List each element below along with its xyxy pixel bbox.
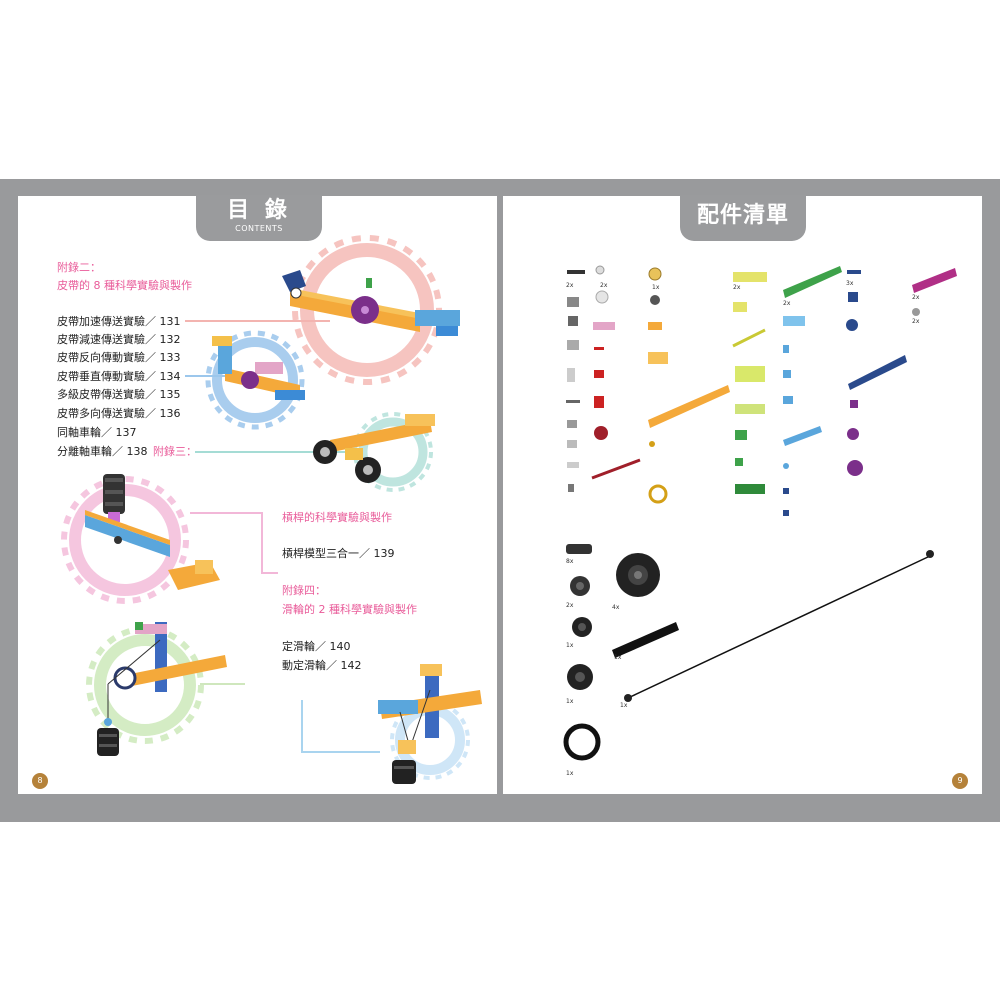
toc-entry[interactable]: 皮帶加速傳送實驗／ 131 <box>57 315 181 328</box>
qty-label: 2x <box>566 282 574 289</box>
qty-label: 2x <box>733 284 741 291</box>
contents-subtitle: CONTENTS <box>235 224 283 233</box>
appendix2-subheading: 皮帶的 8 種科學實驗與製作 <box>57 279 192 292</box>
qty-label: 4x <box>612 604 620 611</box>
parts-list-tab: 配件清單 <box>680 195 806 241</box>
right-page <box>503 196 982 794</box>
toc-entry[interactable]: 定滑輪／ 140 <box>282 640 351 653</box>
appendix4-heading: 附錄四： <box>282 584 326 597</box>
part-connector <box>566 544 592 554</box>
toc-entry[interactable]: 皮帶多向傳送實驗／ 136 <box>57 407 181 420</box>
toc-entry[interactable]: 皮帶減速傳送實驗／ 132 <box>57 333 181 346</box>
qty-label: 1x <box>652 284 660 291</box>
qty-label: 3x <box>846 280 854 287</box>
parts-small-icons <box>566 265 957 516</box>
appendix3-subheading: 槓桿的科學實驗與製作 <box>282 511 392 524</box>
appendix2-heading: 附錄二： <box>57 261 101 274</box>
toc-entry[interactable]: 槓桿模型三合一／ 139 <box>282 547 395 560</box>
contents-tab: 目 錄 CONTENTS <box>196 195 322 241</box>
qty-label: 1x <box>566 642 574 649</box>
model-fixed-pulley <box>97 622 227 756</box>
part-axle <box>612 622 679 658</box>
qty-label: 1x <box>614 654 622 661</box>
toc-entry[interactable]: 分離軸車輪／ 138 <box>57 445 148 458</box>
part-tyre-ring <box>563 723 601 761</box>
contents-title: 目 錄 <box>227 198 291 223</box>
toc-entry[interactable]: 皮帶反向傳動實驗／ 133 <box>57 351 181 364</box>
toc-entry[interactable]: 同軸車輪／ 137 <box>57 426 137 439</box>
qty-label: 1x <box>566 770 574 777</box>
qty-label: 1x <box>620 702 628 709</box>
model-wheel-car <box>313 414 435 483</box>
qty-label: 2x <box>783 300 791 307</box>
qty-label: 2x <box>912 318 920 325</box>
toc-entry[interactable]: 動定滑輪／ 142 <box>282 659 362 672</box>
appendix3-inline-heading: 附錄三： <box>153 445 197 458</box>
gear-blue <box>205 330 305 430</box>
part-string <box>627 555 931 699</box>
qty-label: 2x <box>566 602 574 609</box>
leader-line-139 <box>190 512 278 574</box>
model-lever <box>85 474 220 590</box>
toc-entry[interactable]: 多級皮帶傳送實驗／ 135 <box>57 388 181 401</box>
toc-entry[interactable]: 皮帶垂直傳動實驗／ 134 <box>57 370 181 383</box>
qty-label: 1x <box>566 698 574 705</box>
page-number-left: 8 <box>32 773 48 789</box>
qty-label: 2x <box>912 294 920 301</box>
leader-line-142 <box>301 700 380 753</box>
model-movable-pulley <box>378 664 482 784</box>
page-number-right: 9 <box>952 773 968 789</box>
appendix4-subheading: 滑輪的 2 種科學實驗與製作 <box>282 603 417 616</box>
qty-label: 2x <box>600 282 608 289</box>
qty-label: 8x <box>566 558 574 565</box>
model-belt-accelerate <box>282 270 460 336</box>
parts-large-icons <box>563 544 934 761</box>
model-belt-reverse <box>212 336 305 400</box>
parts-list-title: 配件清單 <box>696 203 789 228</box>
